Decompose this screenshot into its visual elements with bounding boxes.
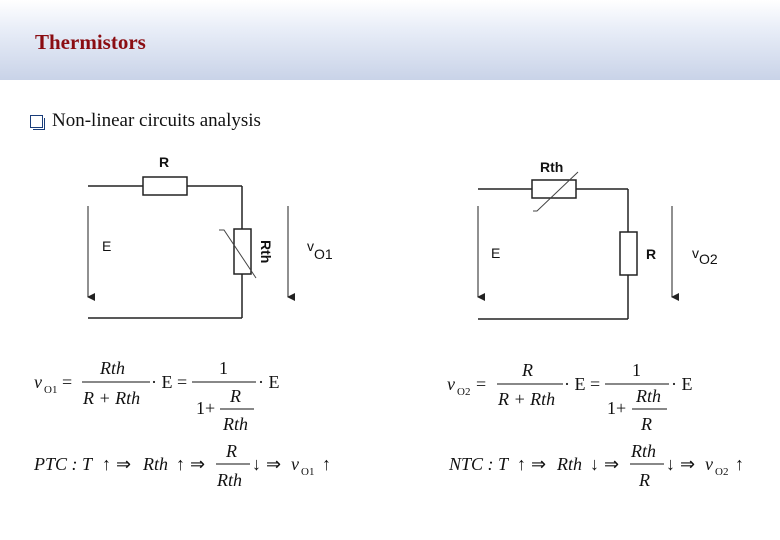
resistor-label: R	[646, 246, 656, 262]
fraction-denominator: Rth	[216, 470, 242, 490]
equation-lhs-sub: O2	[457, 386, 470, 398]
fraction-denominator: R + Rth	[497, 389, 555, 409]
inner-denominator: R	[640, 414, 652, 434]
one-plus: 1+	[607, 398, 626, 418]
times-e-equals: · E =	[151, 372, 187, 392]
one-plus: 1+	[196, 398, 215, 418]
inner-numerator: Rth	[635, 386, 661, 406]
thermistor-slash	[533, 171, 579, 212]
down-arrow-icon: ↓	[590, 454, 599, 474]
fraction-denominator: R + Rth	[82, 388, 140, 408]
equation-lhs: v	[447, 374, 455, 394]
times-e: · E	[671, 374, 693, 394]
implies-icon: ⇒	[604, 454, 619, 474]
title-band	[0, 0, 780, 80]
output-v: v	[705, 454, 713, 474]
source-label: E	[491, 245, 500, 261]
down-arrow-icon: ↓	[252, 454, 261, 474]
thermistor-slash	[219, 229, 257, 279]
slide-title: Thermistors	[35, 30, 146, 54]
bullet-item: Non-linear circuits analysis	[30, 110, 261, 132]
output-label: vO2	[692, 245, 718, 267]
down-arrow-icon: ↓	[666, 454, 675, 474]
thermistor-label: Rth	[258, 240, 274, 263]
fraction-numerator: 1	[632, 360, 641, 380]
rth-term: Rth	[556, 454, 582, 474]
fraction-denominator: R	[638, 470, 650, 490]
fraction-numerator: R	[521, 360, 533, 380]
implies-icon: ⇒	[266, 454, 281, 474]
resistor-r	[142, 176, 188, 196]
bullet-text: Non-linear circuits analysis	[52, 110, 261, 131]
inner-numerator: R	[229, 386, 241, 406]
times-e-equals: · E =	[564, 374, 600, 394]
output-label: vO1	[307, 238, 333, 262]
equation-lhs: v	[34, 372, 42, 392]
up-arrow-icon: ↑	[102, 454, 111, 474]
circuit-right: Rth E R vO2	[477, 159, 718, 320]
equals-sign: =	[476, 374, 486, 394]
output-v: v	[291, 454, 299, 474]
equation-left: v O1 = Rth R + Rth · E = 1 R 1+ Rth · E	[34, 358, 280, 434]
equation-lhs-sub: O1	[44, 384, 57, 396]
implies-icon: ⇒	[531, 454, 546, 474]
source-label: E	[102, 238, 111, 254]
fraction-numerator: Rth	[630, 441, 656, 461]
fraction-numerator: R	[225, 441, 237, 461]
rth-term: Rth	[142, 454, 168, 474]
ptc-prefix: PTC : T	[33, 454, 94, 474]
implies-icon: ⇒	[116, 454, 131, 474]
up-arrow-icon: ↑	[517, 454, 526, 474]
thermistor-label: Rth	[540, 159, 563, 175]
ptc-implication: PTC : T ↑ ⇒ Rth ↑ ⇒ R Rth ↓ ⇒ v O1 ↑	[33, 441, 331, 490]
equation-right: v O2 = R R + Rth · E = 1 Rth 1+ R · E	[447, 360, 693, 434]
ntc-implication: NTC : T ↑ ⇒ Rth ↓ ⇒ Rth R ↓ ⇒ v O2 ↑	[448, 441, 744, 490]
fraction-numerator: 1	[219, 358, 228, 378]
implies-icon: ⇒	[190, 454, 205, 474]
resistor-r	[619, 231, 638, 276]
inner-denominator: Rth	[222, 414, 248, 434]
up-arrow-icon: ↑	[176, 454, 185, 474]
circuit-left: R E Rth vO1	[87, 154, 333, 319]
checkbox-bullet-icon	[30, 114, 45, 130]
ntc-prefix: NTC : T	[448, 454, 510, 474]
resistor-label: R	[159, 154, 169, 170]
times-e: · E	[258, 372, 280, 392]
output-v-sub: O2	[715, 466, 728, 478]
fraction-numerator: Rth	[99, 358, 125, 378]
up-arrow-icon: ↑	[322, 454, 331, 474]
implies-icon: ⇒	[680, 454, 695, 474]
up-arrow-icon: ↑	[735, 454, 744, 474]
output-v-sub: O1	[301, 466, 314, 478]
equals-sign: =	[62, 372, 72, 392]
